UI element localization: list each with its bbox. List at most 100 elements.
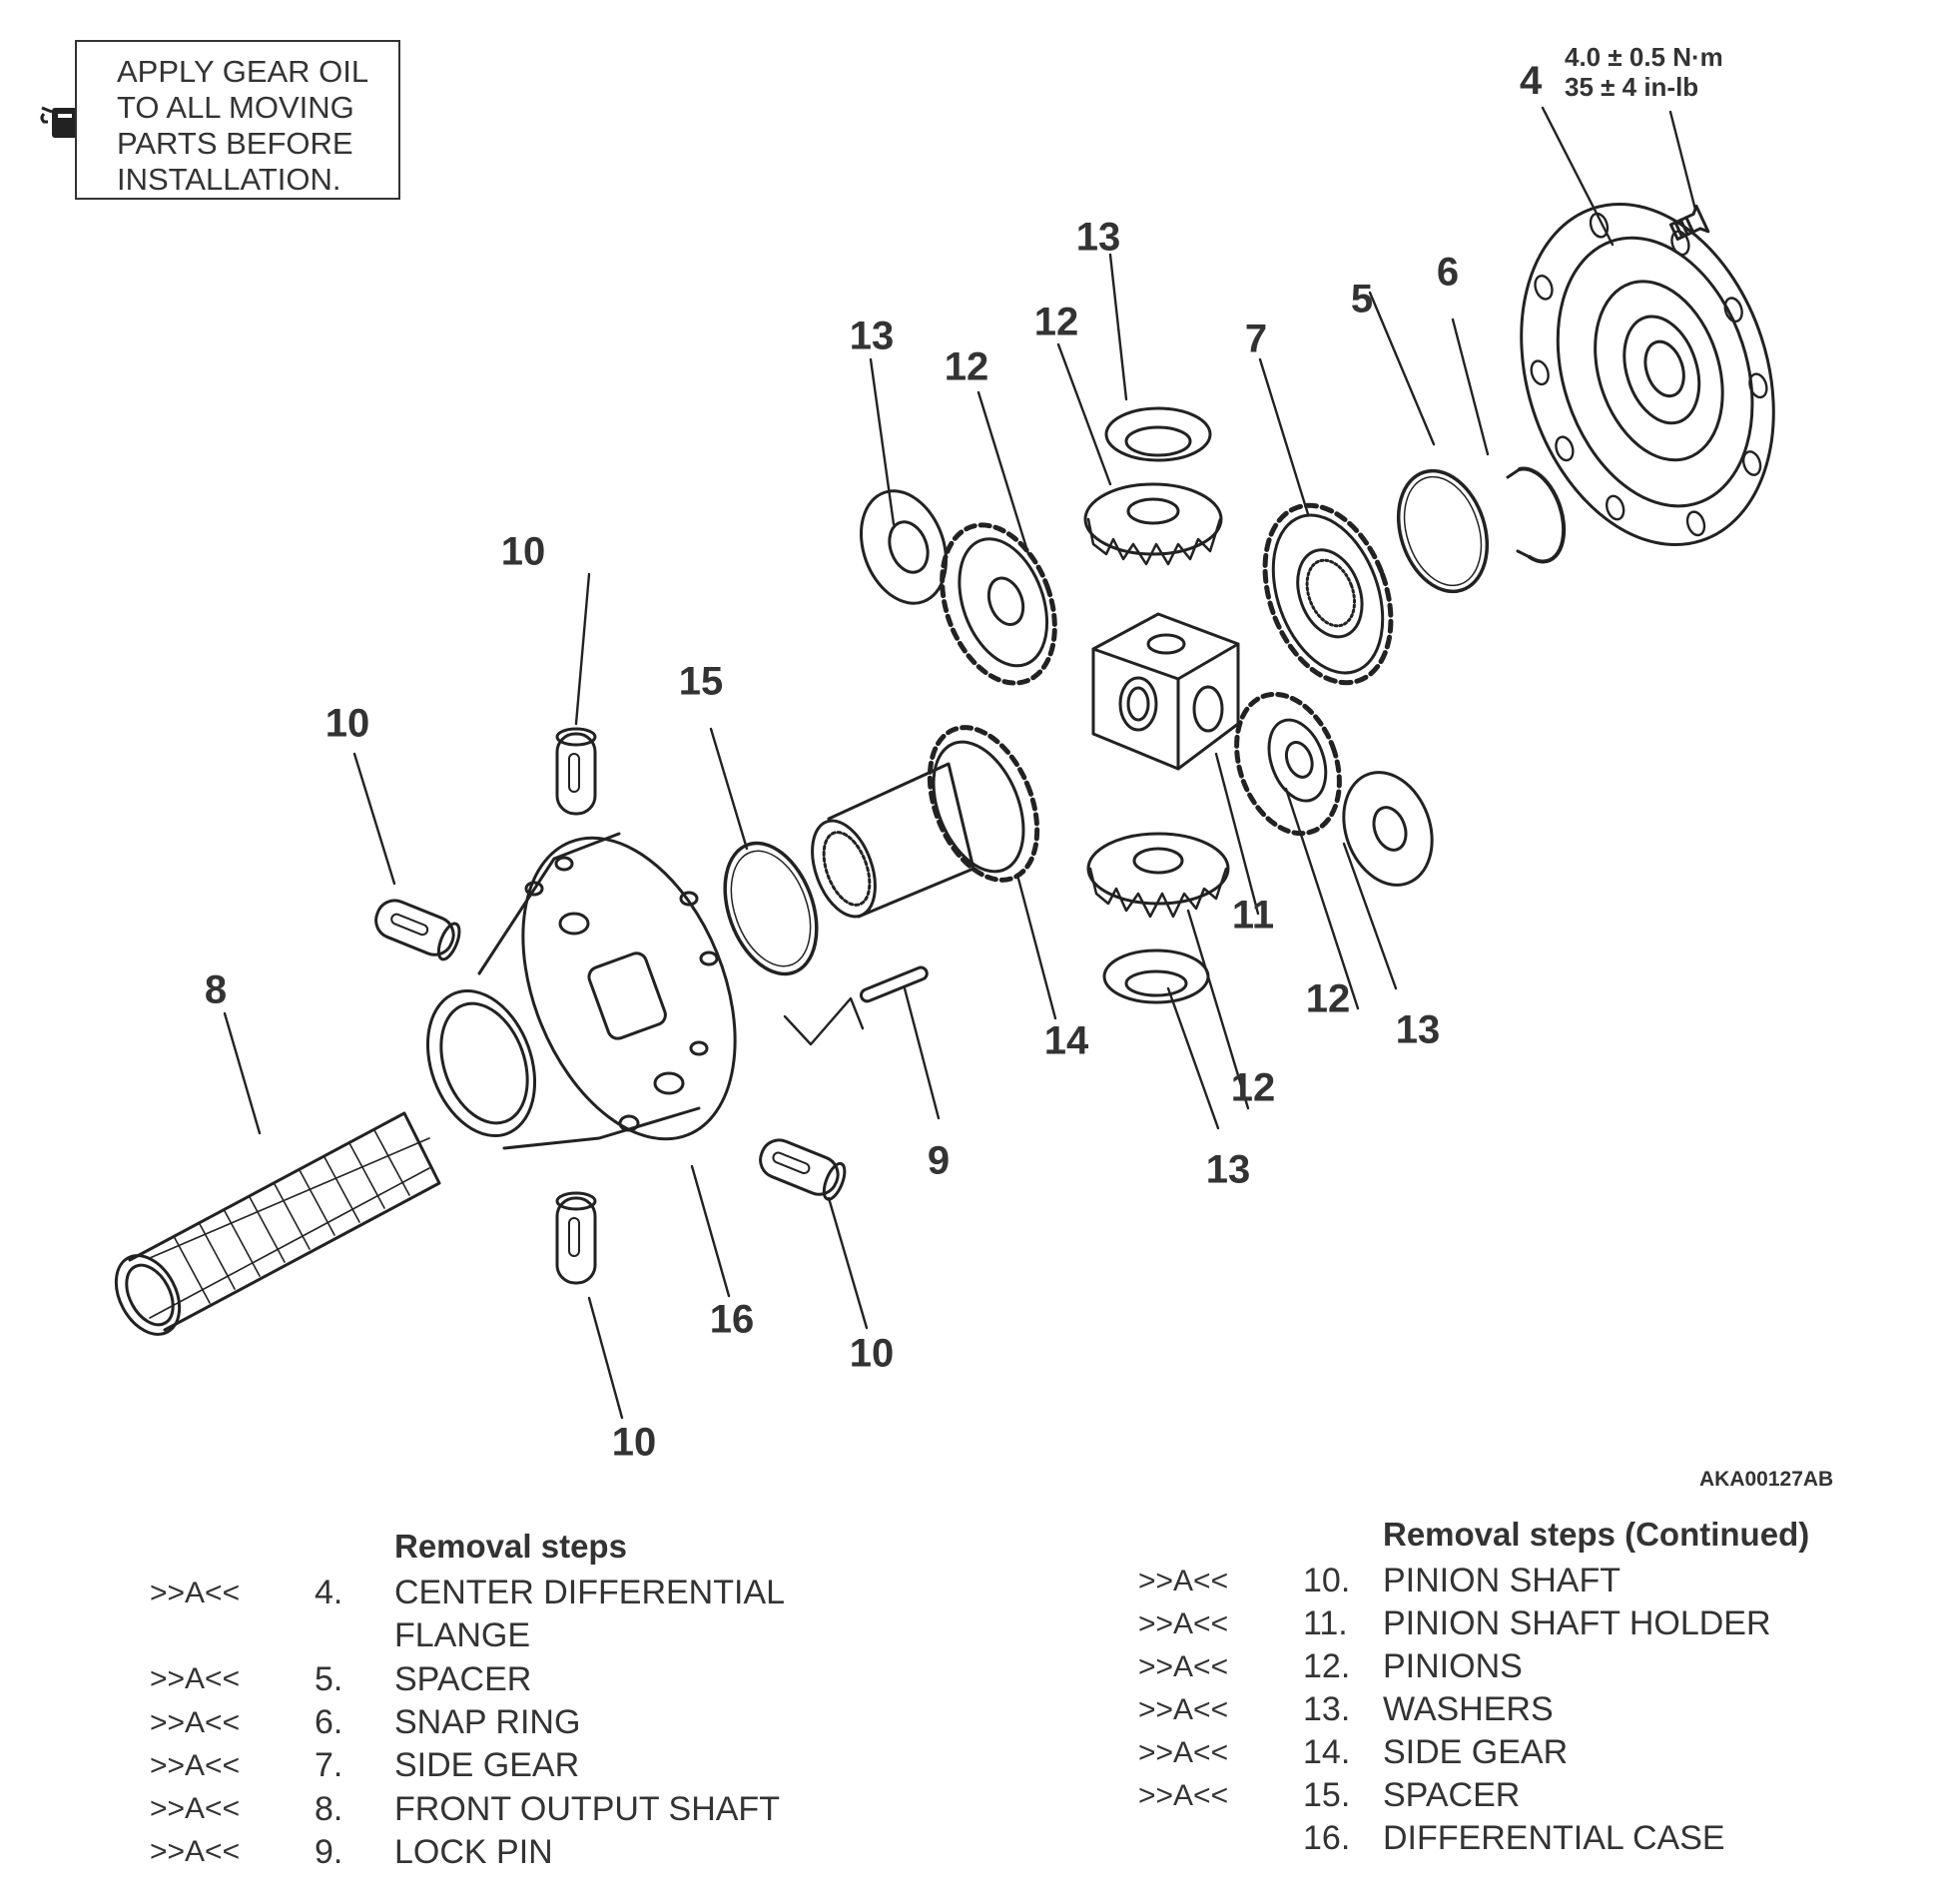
side-gear-7 [1262,502,1394,686]
washer-left [859,489,949,605]
step-mark: >>A<< [1138,1692,1229,1726]
step-mark: >>A<< [1138,1649,1229,1683]
step-number: 10. [1303,1562,1351,1599]
step-row: >>A<< 10. PINION SHAFT [1138,1560,1809,1602]
gear-oil-note: APPLY GEAR OIL TO ALL MOVING PARTS BEFOR… [75,40,400,200]
callout-number: 7 [1244,317,1268,361]
step-name: SIDE GEAR [394,1746,580,1785]
removal-steps-continued: Removal steps (Continued) >>A<< 10. PINI… [1138,1516,1809,1860]
step-row: >>A<< 6. SNAP RING [150,1701,785,1744]
step-name: SNAP RING [394,1703,581,1742]
washer-bottom [1102,949,1210,1004]
callout-number: 16 [709,1297,755,1342]
callout-number: 12 [1230,1065,1276,1110]
callout-number: 13 [1075,215,1121,260]
callout-number: 8 [204,967,228,1012]
step-number: 12. [1303,1647,1351,1685]
pinion-shaft-holder [1091,612,1240,771]
step-mark: >>A<< [1138,1735,1229,1769]
washer-top [1104,406,1212,462]
step-mark: >>A<< [1138,1564,1229,1597]
step-number: 7. [315,1746,343,1785]
pinion-right [1234,691,1342,837]
step-mark: >>A<< [150,1748,241,1782]
note-line: PARTS BEFORE [117,126,353,161]
center-differential-flange [1520,202,1775,547]
step-number: 13. [1303,1690,1351,1728]
removal-steps: Removal steps >>A<< 4. CENTER DIFFERENTI… [150,1528,785,1874]
callout-number: 6 [1436,250,1460,295]
step-name: PINION SHAFT [1383,1562,1622,1599]
leader-lines [223,106,1697,1420]
step-row: >>A<< 12. PINIONS [1138,1645,1809,1688]
callout-number: 13 [1395,1007,1441,1052]
step-mark: >>A<< [150,1792,241,1826]
step-name: SPACER [394,1659,532,1698]
step-row: >>A<< 4. CENTER DIFFERENTIAL [150,1572,785,1614]
differential-case [425,832,737,1150]
note-line: APPLY GEAR OIL [117,54,369,89]
callout-number: 10 [849,1331,895,1376]
note-line: TO ALL MOVING [117,90,354,125]
step-name: LOCK PIN [394,1832,553,1871]
step-number: 9. [315,1832,343,1871]
pinion-shaft-right [759,1138,847,1201]
step-row: >>A<< 8. FRONT OUTPUT SHAFT [150,1787,785,1830]
step-mark: >>A<< [150,1576,241,1609]
pinion-top [1083,482,1223,566]
pinion-shaft-top-left [555,727,597,816]
step-mark: >>A<< [1138,1606,1229,1640]
callout-number: 12 [944,344,989,389]
step-mark: >>A<< [150,1835,241,1869]
step-row: >>A<< 5. SPACER [150,1658,785,1701]
step-row: >>A<< 14. SIDE GEAR [1138,1731,1809,1774]
exploded-view-drawing [114,106,1775,1420]
step-number: 16. [1303,1819,1351,1857]
lock-pin [859,965,929,1003]
step-number: 14. [1303,1733,1351,1771]
step-number: 6. [315,1703,343,1742]
step-number: 5. [315,1659,343,1698]
callout-number: 12 [1033,300,1079,344]
step-name: DIFFERENTIAL CASE [1383,1819,1725,1857]
pinion-shaft-left [374,899,461,961]
callout-number: 13 [849,314,895,358]
front-output-shaft [114,1111,441,1336]
step-name: SPACER [1383,1776,1521,1814]
step-name: CENTER DIFFERENTIAL [394,1574,786,1612]
callout-number: 15 [678,659,724,704]
step-number: 11. [1303,1604,1348,1642]
pinion-bottom [1086,832,1230,919]
torque-part-number: 4 [1520,59,1543,103]
step-row: FLANGE [150,1614,785,1657]
torque-spec: 4 4.0 ± 0.5 N·m 35 ± 4 in-lb [1520,42,1723,102]
step-name: FRONT OUTPUT SHAFT [394,1789,780,1828]
callout-number: 14 [1043,1018,1089,1063]
step-row: 16. DIFFERENTIAL CASE [1138,1817,1809,1860]
removal-steps-heading: Removal steps [394,1528,627,1565]
callout-number: 13 [1205,1147,1251,1192]
pinion-left [940,522,1057,686]
spacer-5 [1396,468,1490,594]
side-gear-14 [811,725,1040,919]
step-number: 15. [1303,1776,1351,1814]
removal-steps-continued-heading: Removal steps (Continued) [1383,1516,1810,1553]
snap-ring [1518,466,1567,564]
step-name: SIDE GEAR [1383,1733,1569,1771]
step-row: >>A<< 9. LOCK PIN [150,1831,785,1874]
note-line: INSTALLATION. [117,162,341,197]
step-mark: >>A<< [150,1705,241,1739]
step-row: >>A<< 11. PINION SHAFT HOLDER [1138,1602,1809,1645]
step-row: >>A<< 15. SPACER [1138,1774,1809,1817]
step-name: PINIONS [1383,1647,1523,1685]
callout-number: 10 [500,529,546,574]
figure-id: AKA00127AB [1699,1468,1834,1491]
step-row: >>A<< 7. SIDE GEAR [150,1744,785,1787]
step-name: PINION SHAFT HOLDER [1383,1604,1771,1642]
torque-nm: 4.0 ± 0.5 N·m [1565,42,1723,72]
callout-number: 9 [927,1138,951,1183]
step-number: 8. [315,1789,343,1828]
callout-number: 10 [324,701,370,746]
step-mark: >>A<< [1138,1778,1229,1812]
callout-number: 12 [1305,976,1351,1021]
